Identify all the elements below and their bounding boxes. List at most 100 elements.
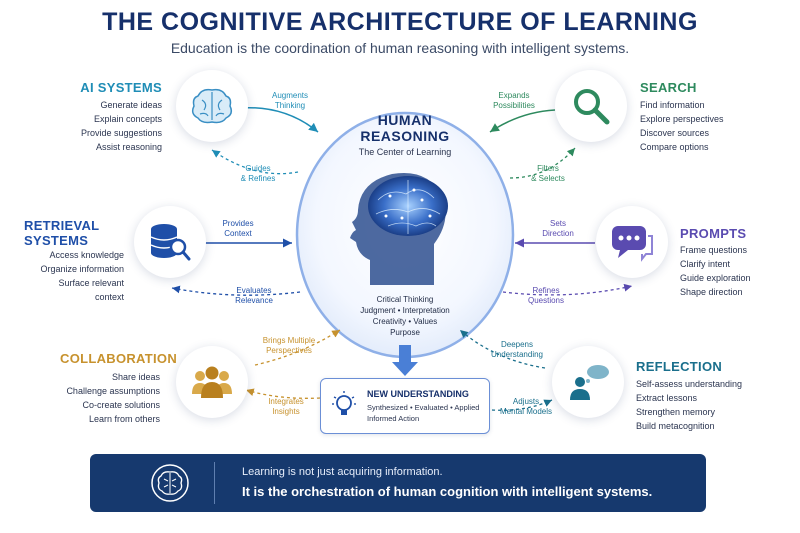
list-item: Self-assess understanding <box>636 379 743 389</box>
list-item: Find information <box>640 100 705 110</box>
list-item: context <box>94 292 124 302</box>
collaboration-icon-circle <box>176 346 248 418</box>
label-line: Filters <box>537 164 559 173</box>
brain-circuit-icon <box>151 464 189 502</box>
chat-bubble-icon <box>612 226 653 262</box>
center-subtitle: The Center of Learning <box>358 147 452 157</box>
search-arrow-out-label: Filters & Selects <box>518 164 578 184</box>
reflection-arrow-in-label: Deepens Understanding <box>482 340 552 360</box>
label-line: Mental Models <box>499 407 553 416</box>
label-line: Augments <box>271 91 309 100</box>
prompts-arrow-in-label: Sets Direction <box>532 219 584 239</box>
summary-banner: Learning is not just acquiring informati… <box>90 454 706 512</box>
retrieval-arrow-in-label: Provides Context <box>210 219 266 239</box>
prompts-list: Frame questions Clarify intent Guide exp… <box>680 243 790 299</box>
reflection-list: Self-assess understanding Extract lesson… <box>636 377 786 433</box>
list-item: Compare options <box>640 142 709 152</box>
person-thought-icon <box>570 365 609 400</box>
label-line: & Refines <box>240 174 276 183</box>
title-line: SYSTEMS <box>24 233 89 248</box>
page-subtitle: Education is the coordination of human r… <box>170 40 630 56</box>
list-item: Provide suggestions <box>80 128 162 138</box>
page-title: THE COGNITIVE ARCHITECTURE OF LEARNING <box>102 8 698 36</box>
lightbulb-icon <box>332 391 356 415</box>
label-line: Context <box>224 229 252 238</box>
skill-line: Judgment • Interpretation <box>360 306 450 315</box>
label-line: Provides <box>222 219 254 228</box>
list-item: Extract lessons <box>636 393 698 403</box>
center-title: HUMAN REASONING <box>335 112 475 144</box>
reflection-title: REFLECTION <box>636 359 723 374</box>
list-item: Generate ideas <box>100 100 162 110</box>
label-line: Expands <box>498 91 530 100</box>
list-item: Access knowledge <box>49 250 124 260</box>
ai-arrow-in-label: Augments Thinking <box>260 91 320 111</box>
list-item: Organize information <box>40 264 124 274</box>
collaboration-list: Share ideas Challenge assumptions Co-cre… <box>40 370 160 426</box>
collaboration-title: COLLABORATION <box>60 351 178 366</box>
label-line: Deepens <box>500 340 534 349</box>
list-item: Clarify intent <box>680 259 731 269</box>
center-title-line2: REASONING <box>360 128 450 144</box>
search-icon-circle <box>555 70 627 142</box>
list-item: Share ideas <box>111 372 160 382</box>
skill-line: Purpose <box>390 328 420 337</box>
label-line: Sets <box>549 219 566 228</box>
search-arrow-in-label: Expands Possibilities <box>484 91 544 111</box>
list-item: Assist reasoning <box>95 142 162 152</box>
reflection-arrow-out-label: Adjusts Mental Models <box>496 397 556 417</box>
list-item: Surface relevant <box>58 278 124 288</box>
label-line: Guides <box>245 164 271 173</box>
prompts-title: PROMPTS <box>680 226 747 241</box>
search-list: Find information Explore perspectives Di… <box>640 98 780 154</box>
list-item: Guide exploration <box>680 273 751 283</box>
magnifier-icon <box>574 89 610 125</box>
list-item: Build metacognition <box>636 421 715 431</box>
banner-line2: It is the orchestration of human cogniti… <box>242 484 653 499</box>
collaboration-arrow-in-label: Brings Multiple Perspectives <box>252 336 326 356</box>
label-line: & Selects <box>531 174 565 183</box>
new-understanding-line1: Synthesized • Evaluated • Applied <box>367 403 480 412</box>
collaboration-arrow-out-label: Integrates Insights <box>258 397 314 417</box>
search-title: SEARCH <box>640 80 697 95</box>
list-item: Learn from others <box>88 414 160 424</box>
label-line: Insights <box>272 407 300 416</box>
list-item: Shape direction <box>680 287 743 297</box>
ai-systems-title: AI SYSTEMS <box>80 80 162 95</box>
label-line: Perspectives <box>266 346 312 355</box>
retrieval-icon-circle <box>134 206 206 278</box>
brain-icon <box>191 88 233 124</box>
skill-line: Critical Thinking <box>376 295 434 304</box>
banner-line1: Learning is not just acquiring informati… <box>242 466 443 478</box>
new-understanding-title: NEW UNDERSTANDING <box>367 389 469 399</box>
banner-divider <box>214 462 215 504</box>
label-line: Understanding <box>490 350 544 359</box>
label-line: Adjusts <box>512 397 540 406</box>
list-item: Co-create solutions <box>82 400 160 410</box>
center-skills: Critical Thinking Judgment • Interpretat… <box>330 294 480 338</box>
database-search-icon <box>150 224 191 261</box>
retrieval-list: Access knowledge Organize information Su… <box>14 248 124 304</box>
label-line: Thinking <box>274 101 306 110</box>
people-group-icon <box>192 366 232 398</box>
list-item: Strengthen memory <box>636 407 716 417</box>
title-line: RETRIEVAL <box>24 218 100 233</box>
label-line: Integrates <box>268 397 304 406</box>
list-item: Explain concepts <box>93 114 162 124</box>
list-item: Explore perspectives <box>640 114 724 124</box>
label-line: Relevance <box>235 296 273 305</box>
list-item: Discover sources <box>640 128 710 138</box>
new-understanding-line2: Informed Action <box>367 414 420 423</box>
list-item: Challenge assumptions <box>66 386 160 396</box>
label-line: Questions <box>527 296 565 305</box>
skill-line: Creativity • Values <box>372 317 438 326</box>
ai-arrow-out-label: Guides & Refines <box>228 164 288 184</box>
retrieval-title: RETRIEVAL SYSTEMS <box>24 218 124 248</box>
ai-systems-icon-circle <box>176 70 248 142</box>
reflection-icon-circle <box>552 346 624 418</box>
list-item: Frame questions <box>680 245 748 255</box>
prompts-icon-circle <box>596 206 668 278</box>
label-line: Possibilities <box>493 101 535 110</box>
center-title-line1: HUMAN <box>377 112 433 128</box>
label-line: Refines <box>532 286 560 295</box>
